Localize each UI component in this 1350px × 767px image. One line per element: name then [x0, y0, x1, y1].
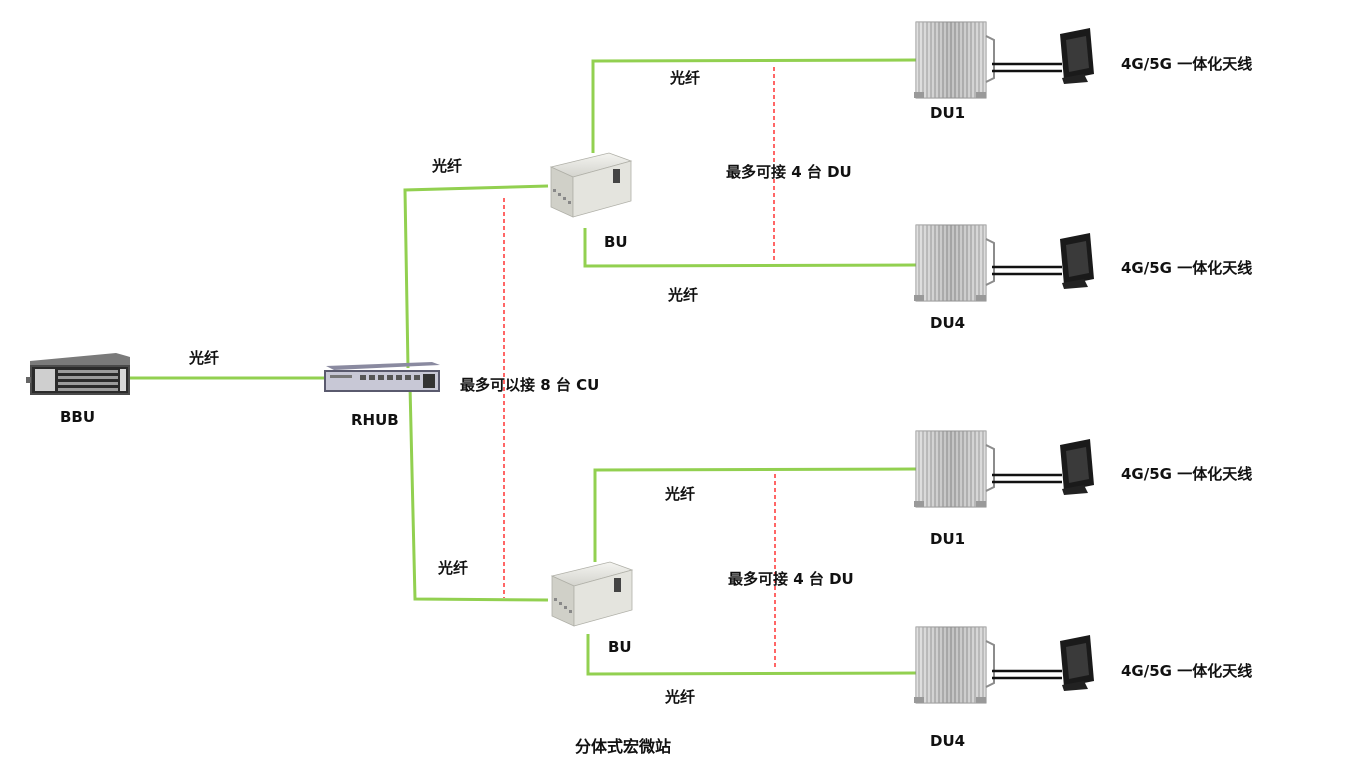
fiber-bu-lower-du4: [586, 634, 917, 676]
fiber-label-bu-du4-upper: 光纤: [668, 286, 699, 304]
antenna-label-upper-4: 4G/5G 一体化天线: [1121, 259, 1253, 277]
fiber-rhub-bu-upper: [403, 184, 549, 369]
fiber-bu-upper-du1: [591, 58, 917, 153]
fiber-bu-upper-du4: [583, 228, 917, 268]
du1-label-upper: DU1: [930, 104, 966, 122]
fiber-bu-lower-du1: [593, 467, 917, 562]
bbu-device: [26, 353, 130, 395]
antenna-lower-1: [992, 439, 1094, 495]
antenna-upper-1: [992, 28, 1094, 84]
rhub-label: RHUB: [351, 411, 399, 429]
fiber-rhub-bu-lower: [408, 385, 549, 602]
du-unit-lower-1: [914, 430, 995, 508]
antenna-label-upper-1: 4G/5G 一体化天线: [1121, 55, 1253, 73]
du-unit-upper-4: [914, 224, 995, 302]
bu-device-upper: [549, 152, 633, 218]
antenna-lower-4: [992, 635, 1094, 691]
bu-label-upper: BU: [604, 233, 628, 251]
fiber-label-bu-du1-upper: 光纤: [670, 69, 701, 87]
antenna-label-lower-1: 4G/5G 一体化天线: [1121, 465, 1253, 483]
du4-label-lower: DU4: [930, 732, 966, 750]
antenna-label-lower-4: 4G/5G 一体化天线: [1121, 662, 1253, 680]
antenna-upper-4: [992, 233, 1094, 289]
du1-label-lower: DU1: [930, 530, 966, 548]
fiber-label-rhub-bu-lower: 光纤: [438, 559, 469, 577]
fiber-label-rhub-bu-upper: 光纤: [432, 157, 463, 175]
bu-device-lower: [550, 561, 634, 627]
limit-markers: [503, 67, 776, 668]
bbu-label: BBU: [60, 408, 96, 426]
cu-limit-label: 最多可以接 8 台 CU: [460, 376, 600, 394]
fiber-label-bbu-rhub: 光纤: [189, 349, 220, 367]
rhub-device: [324, 362, 440, 392]
fiber-label-bu-du1-lower: 光纤: [665, 485, 696, 503]
bu-label-lower: BU: [608, 638, 632, 656]
du-limit-label-upper: 最多可接 4 台 DU: [726, 163, 852, 181]
fiber-label-bu-du4-lower: 光纤: [665, 688, 696, 706]
diagram-caption: 分体式宏微站: [575, 737, 672, 756]
du4-label-upper: DU4: [930, 314, 966, 332]
du-unit-upper-1: [914, 21, 995, 99]
fiber-links: [130, 58, 917, 676]
du-unit-lower-4: [914, 626, 995, 704]
du-limit-label-lower: 最多可接 4 台 DU: [728, 570, 854, 588]
